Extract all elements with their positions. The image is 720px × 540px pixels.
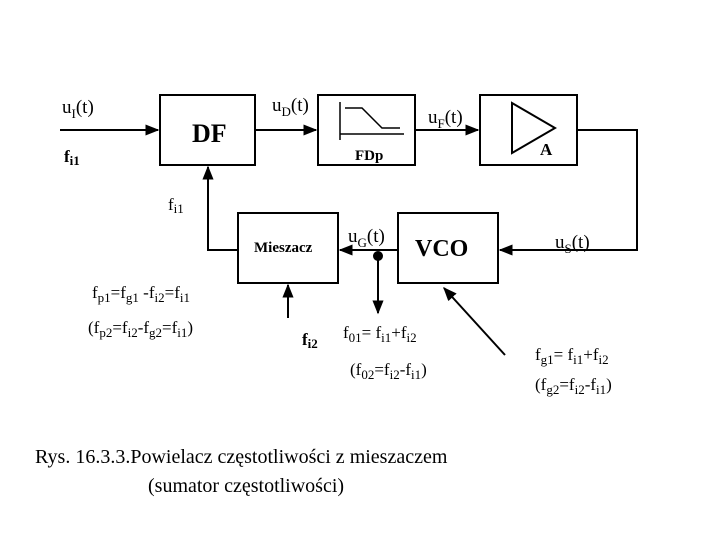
uf-label: uF(t) xyxy=(428,107,463,131)
junction-dot xyxy=(373,251,383,261)
fi1-feedback-label: fi1 xyxy=(168,195,184,216)
mixer-label: Mieszacz xyxy=(254,240,313,256)
amplifier-triangle xyxy=(511,101,557,155)
df-label: DF xyxy=(192,119,227,148)
vco-label: VCO xyxy=(415,236,468,262)
equation-fp1: fp1=fg1 -fi2=fi1 xyxy=(92,283,190,305)
us-label: uS(t) xyxy=(555,232,590,256)
fdp-block xyxy=(317,94,416,166)
fi2-label: fi2 xyxy=(302,330,318,351)
df-block xyxy=(159,94,256,166)
fdp-label: FDp xyxy=(355,148,383,164)
equation-fg1: fg1= fi1+fi2 xyxy=(535,345,609,367)
fi1-input-label: fi1 xyxy=(64,147,80,168)
caption-line-2: (sumator częstotliwości) xyxy=(148,475,344,497)
equation-f01: f01= fi1+fi2 xyxy=(343,323,417,345)
mixer-block xyxy=(237,212,339,284)
mixer-feedback-line xyxy=(202,165,238,251)
equation-f02: (f02=fi2-fi1) xyxy=(350,360,427,382)
amplifier-block xyxy=(479,94,578,166)
ud-label: uD(t) xyxy=(272,95,309,119)
amp-to-vco-line xyxy=(498,129,638,256)
vco-block xyxy=(397,212,499,284)
equation-fp2: (fp2=fi2-fg2=fi1) xyxy=(88,318,193,340)
equation-fg2: (fg2=fi2-fi1) xyxy=(535,375,612,397)
caption-line-1: Rys. 16.3.3.Powielacz częstotliwości z m… xyxy=(35,446,448,468)
ug-label: uG(t) xyxy=(348,226,385,250)
ui-label: uI(t) xyxy=(62,97,94,121)
amplifier-label: A xyxy=(540,140,553,159)
lowpass-symbol xyxy=(339,102,404,140)
pointer-arrow xyxy=(443,286,506,356)
